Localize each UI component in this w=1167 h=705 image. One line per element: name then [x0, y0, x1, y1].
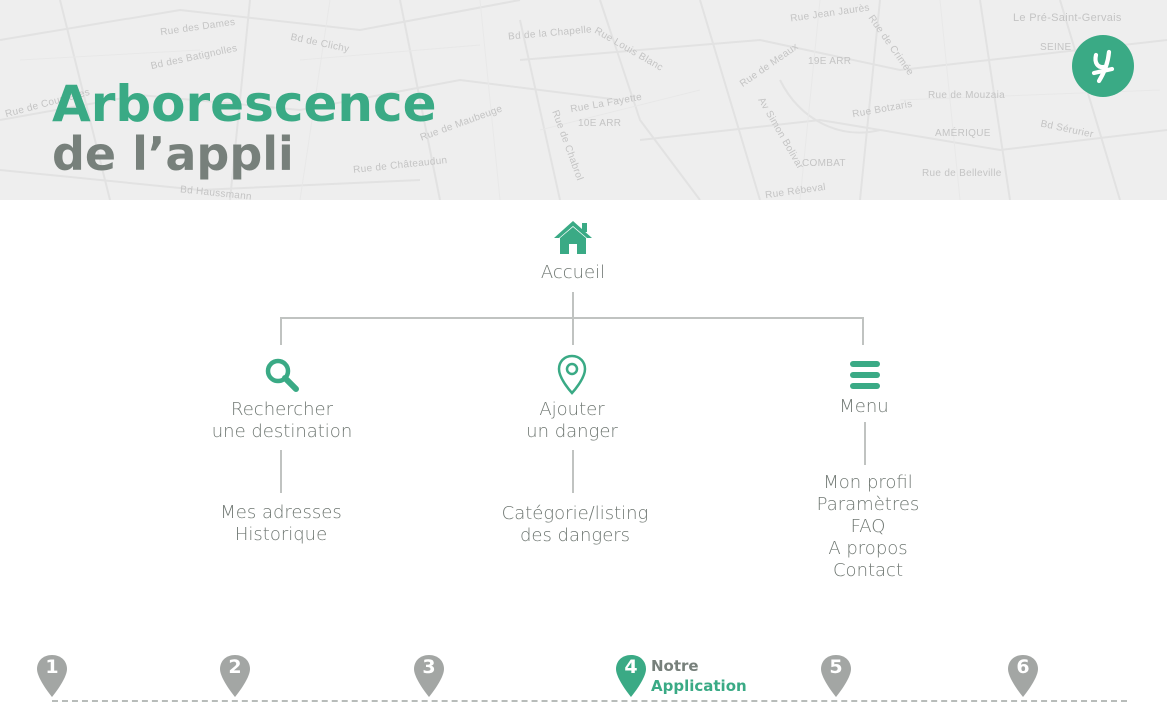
map-label: Rue de Belleville — [922, 168, 1002, 179]
timeline-step-2[interactable]: 2 — [219, 654, 251, 698]
map-label: SEINE — [1040, 42, 1072, 53]
hamburger-menu-icon — [849, 360, 881, 395]
map-label: 10E ARR — [578, 118, 622, 129]
node-label-line: un danger — [526, 421, 618, 442]
connector-right-down — [862, 317, 864, 345]
page-title: Arborescence — [52, 75, 437, 133]
timeline-step-6[interactable]: 6 — [1007, 654, 1039, 698]
step-number: 4 — [624, 656, 638, 678]
map-label: Rue de Mouzaia — [928, 90, 1006, 101]
children-rechercher: Mes adresses Historique — [181, 502, 381, 546]
timeline-step-4-label: Notre Application — [651, 656, 747, 696]
list-item: A propos — [828, 538, 908, 559]
map-label: COMBAT — [802, 158, 846, 169]
map-label: AMÉRIQUE — [935, 128, 991, 139]
app-logo — [1072, 35, 1134, 97]
node-ajouter: Ajouter un danger — [472, 399, 672, 443]
timeline-step-4[interactable]: 4 — [615, 654, 647, 698]
connector-menu-children — [864, 422, 866, 465]
list-item: des dangers — [519, 525, 631, 546]
step-number: 3 — [422, 656, 436, 678]
connector-left-down — [280, 317, 282, 345]
map-background — [0, 0, 1167, 200]
map-pin-icon — [556, 354, 588, 401]
node-menu: Menu — [764, 396, 964, 418]
step-number: 1 — [45, 656, 59, 678]
list-item: Mon profil — [823, 472, 913, 493]
map-label: Le Pré-Saint-Gervais — [1013, 12, 1122, 24]
step-label-line: Notre — [651, 657, 699, 675]
step-number: 5 — [829, 656, 843, 678]
list-item: Historique — [234, 524, 328, 545]
node-label-line: Ajouter — [539, 399, 605, 420]
list-item: FAQ — [850, 516, 886, 537]
node-accueil: Accueil — [473, 262, 673, 284]
timeline-step-3[interactable]: 3 — [413, 654, 445, 698]
step-label-line: Application — [651, 677, 747, 695]
map-label: 19E ARR — [808, 56, 852, 67]
list-item: Catégorie/listing — [501, 503, 649, 524]
list-item: Contact — [832, 560, 904, 581]
node-label-line: Menu — [839, 396, 889, 417]
timeline-step-1[interactable]: 1 — [36, 654, 68, 698]
connector-center-down — [572, 317, 574, 345]
connector-search-children — [280, 450, 282, 493]
step-number: 2 — [228, 656, 242, 678]
search-icon — [264, 357, 300, 398]
node-rechercher: Rechercher une destination — [182, 399, 382, 443]
page-subtitle: de l’appli — [52, 127, 294, 181]
header-banner: Le Pré-Saint-Gervais Bd des Batignolles … — [0, 0, 1167, 200]
list-item: Paramètres — [816, 494, 920, 515]
node-label: Accueil — [540, 262, 606, 283]
timeline-step-5[interactable]: 5 — [820, 654, 852, 698]
children-ajouter: Catégorie/listing des dangers — [475, 503, 675, 547]
node-label-line: Rechercher — [231, 399, 333, 420]
connector-root-down — [572, 292, 574, 319]
timeline-dashed-line — [52, 700, 1127, 702]
connector-danger-children — [572, 450, 574, 493]
children-menu: Mon profil Paramètres FAQ A propos Conta… — [768, 472, 968, 582]
list-item: Mes adresses — [220, 502, 342, 523]
step-number: 6 — [1016, 656, 1030, 678]
home-icon — [553, 219, 593, 260]
node-label-line: une destination — [211, 421, 353, 442]
